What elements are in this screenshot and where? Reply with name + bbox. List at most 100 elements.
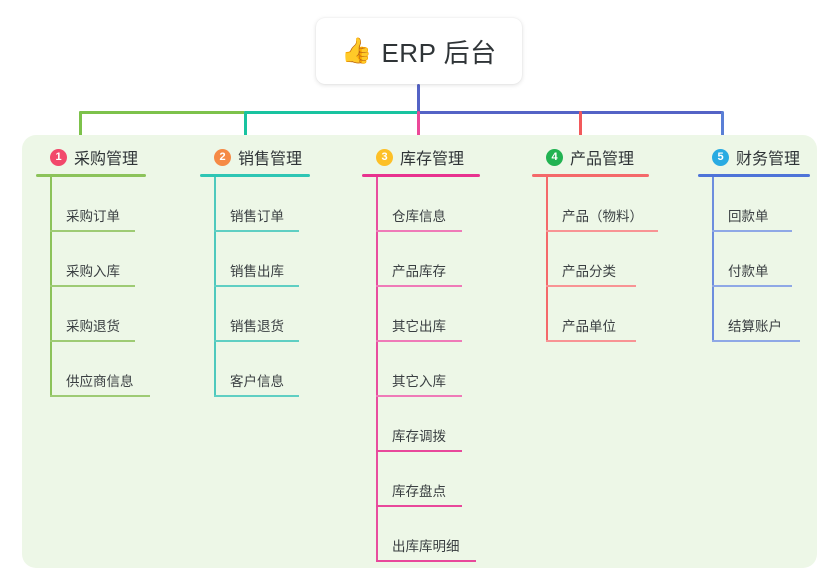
connector-bar-teal [244,111,419,114]
list-item[interactable]: 产品库存 [362,232,522,287]
leaf-rule [546,340,636,342]
list-item[interactable]: 采购订单 [36,177,186,232]
connector-drop-3 [417,111,420,145]
list-item[interactable]: 付款单 [698,232,839,287]
list-item[interactable]: 产品（物料） [532,177,692,232]
branch-column-3: 3 库存管理 仓库信息 产品库存 其它出库 其它入库 库存调拨 [362,146,522,562]
branch-header-2[interactable]: 2 销售管理 [200,146,350,168]
branch-header-1[interactable]: 1 采购管理 [36,146,186,168]
list-item[interactable]: 回款单 [698,177,839,232]
root-node-card[interactable]: 👍 ERP 后台 [316,18,522,84]
list-item[interactable]: 仓库信息 [362,177,522,232]
branch-rule-3 [362,174,480,177]
branch-title-5: 财务管理 [736,151,801,168]
leaf-label: 其它入库 [392,374,446,389]
branch-column-1: 1 采购管理 采购订单 采购入库 采购退货 供应商信息 [36,146,186,397]
list-item[interactable]: 销售出库 [200,232,350,287]
leaf-rule [546,230,658,232]
leaf-label: 库存盘点 [392,484,446,499]
leaf-rule [376,560,476,562]
branch-rule-2 [200,174,310,177]
branch-column-5: 5 财务管理 回款单 付款单 结算账户 [698,146,839,342]
leaf-label: 销售订单 [230,209,284,224]
connector-bar-blue [417,111,723,114]
list-item[interactable]: 库存调拨 [362,397,522,452]
leaf-rule [214,395,299,397]
leaf-label: 采购订单 [66,209,120,224]
branch-header-5[interactable]: 5 财务管理 [698,146,839,168]
leaf-label: 回款单 [728,209,769,224]
branch-items-3: 仓库信息 产品库存 其它出库 其它入库 库存调拨 库存盘点 [362,177,522,562]
list-item[interactable]: 采购入库 [36,232,186,287]
list-item[interactable]: 其它入库 [362,342,522,397]
leaf-rule [376,340,462,342]
branch-rule-1 [36,174,146,177]
leaf-label: 产品库存 [392,264,446,279]
branch-spine-5 [712,177,714,342]
list-item[interactable]: 产品单位 [532,287,692,342]
leaf-rule [712,285,792,287]
root-node-title: ERP 后台 [381,37,497,68]
leaf-label: 客户信息 [230,374,284,389]
list-item[interactable]: 其它出库 [362,287,522,342]
leaf-label: 产品分类 [562,264,616,279]
branch-badge-2: 2 [214,148,231,166]
list-item[interactable]: 结算账户 [698,287,839,342]
branch-rule-4 [532,174,649,177]
branch-badge-4: 4 [546,148,563,166]
list-item[interactable]: 产品分类 [532,232,692,287]
leaf-rule [712,340,800,342]
leaf-rule [214,230,299,232]
branch-spine-1 [50,177,52,397]
leaf-label: 出库库明细 [392,539,460,554]
branch-header-3[interactable]: 3 库存管理 [362,146,522,168]
leaf-rule [214,340,299,342]
branch-badge-1: 1 [50,148,67,166]
branch-header-4[interactable]: 4 产品管理 [532,146,692,168]
list-item[interactable]: 采购退货 [36,287,186,342]
list-item[interactable]: 供应商信息 [36,342,186,397]
branch-items-4: 产品（物料） 产品分类 产品单位 [532,177,692,342]
leaf-label: 销售退货 [230,319,284,334]
leaf-rule [376,450,462,452]
connector-root-stem [417,84,420,112]
branch-title-2: 销售管理 [238,151,303,168]
connector-drop-4 [579,111,582,145]
mindmap-panel [22,135,817,568]
connector-drop-5 [721,111,724,145]
branch-title-1: 采购管理 [74,151,139,168]
branch-spine-2 [214,177,216,397]
branch-rule-5 [698,174,810,177]
connector-drop-1 [79,111,82,145]
connector-bar-green [79,111,245,114]
list-item[interactable]: 销售订单 [200,177,350,232]
leaf-label: 供应商信息 [66,374,134,389]
list-item[interactable]: 销售退货 [200,287,350,342]
branch-column-4: 4 产品管理 产品（物料） 产品分类 产品单位 [532,146,692,342]
leaf-rule [50,340,135,342]
leaf-rule [214,285,299,287]
leaf-rule [50,230,135,232]
leaf-label: 其它出库 [392,319,446,334]
leaf-label: 产品（物料） [562,209,643,224]
leaf-label: 仓库信息 [392,209,446,224]
leaf-rule [376,285,462,287]
connector-drop-2 [244,111,247,145]
branch-badge-5: 5 [712,148,729,166]
branch-items-2: 销售订单 销售出库 销售退货 客户信息 [200,177,350,397]
branch-spine-4 [546,177,548,342]
leaf-rule [376,395,462,397]
thumbs-up-icon: 👍 [341,36,373,65]
branch-items-5: 回款单 付款单 结算账户 [698,177,839,342]
leaf-label: 付款单 [728,264,769,279]
leaf-label: 产品单位 [562,319,616,334]
leaf-label: 采购退货 [66,319,120,334]
leaf-label: 库存调拨 [392,429,446,444]
list-item[interactable]: 库存盘点 [362,452,522,507]
leaf-rule [376,505,462,507]
branch-spine-3 [376,177,378,562]
list-item[interactable]: 出库库明细 [362,507,522,562]
branch-badge-3: 3 [376,148,393,166]
leaf-label: 销售出库 [230,264,284,279]
list-item[interactable]: 客户信息 [200,342,350,397]
